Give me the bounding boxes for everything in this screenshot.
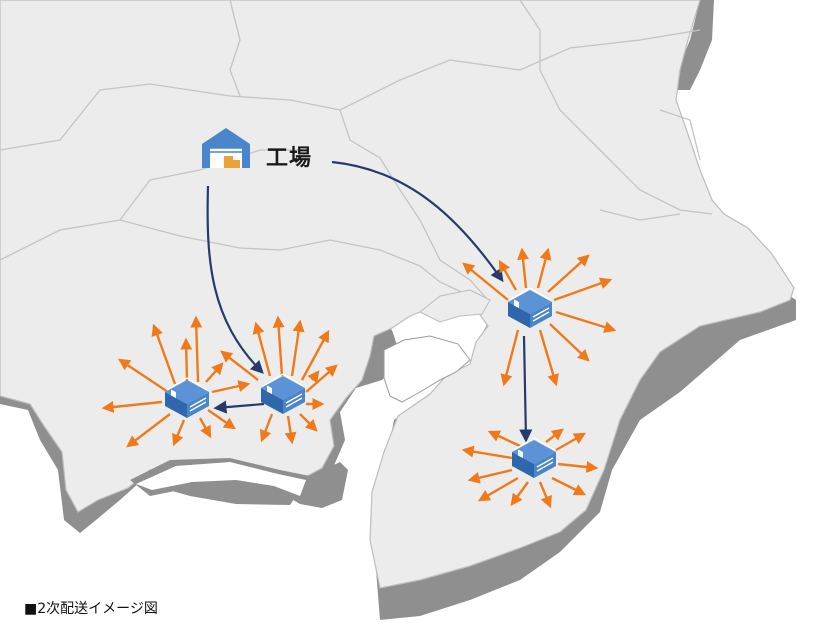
factory-icon	[202, 128, 250, 168]
trunk-routes	[206, 160, 533, 443]
factory-label: 工場	[266, 146, 313, 171]
bays	[130, 289, 491, 508]
prefecture-borders	[0, 0, 713, 301]
delivery-arrows	[101, 247, 617, 509]
figure-caption: ■2次配送イメージ図	[24, 601, 158, 617]
